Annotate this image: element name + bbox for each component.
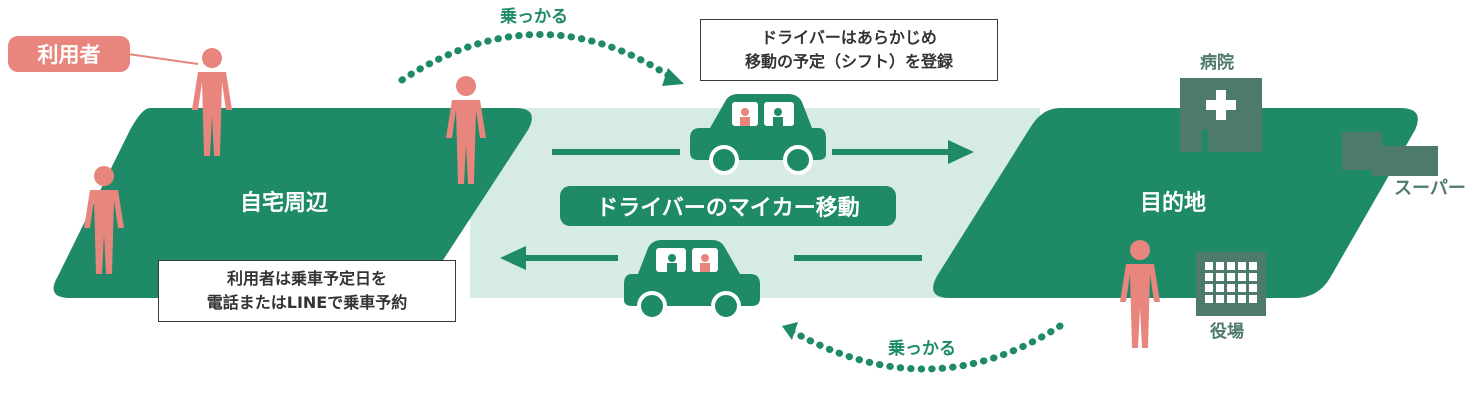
ride-label-bottom: 乗っかる xyxy=(888,339,956,359)
ride-arc-top-head xyxy=(662,68,684,86)
home-area-label: 自宅周辺 xyxy=(240,191,329,216)
city-hall-label: 役場 xyxy=(1210,322,1244,342)
supermarket-icon xyxy=(1342,132,1438,176)
arrow-left-icon xyxy=(500,246,526,270)
city-hall-icon xyxy=(1196,252,1266,316)
home-area-shape xyxy=(53,108,532,298)
destination-label: 目的地 xyxy=(1140,191,1207,216)
user-tag: 利用者 xyxy=(8,36,130,72)
ride-arc-top xyxy=(398,31,676,84)
center-banner-label: ドライバーのマイカー移動 xyxy=(596,196,860,221)
supermarket-label: スーパー xyxy=(1394,178,1466,199)
driver-note-box: ドライバーはあらかじめ 移動の予定（シフト）を登録 xyxy=(700,19,998,81)
person-icon xyxy=(1120,240,1160,348)
ride-arc-bottom xyxy=(786,322,1064,373)
hospital-label: 病院 xyxy=(1200,53,1234,73)
user-note-line1: 利用者は乗車予定日を xyxy=(226,269,387,288)
user-tag-label: 利用者 xyxy=(37,43,101,67)
person-icon xyxy=(192,48,232,156)
ride-arc-bottom-head xyxy=(782,322,798,340)
driver-note-line1: ドライバーはあらかじめ xyxy=(761,28,937,47)
car-icon xyxy=(624,240,760,321)
user-tag-leader xyxy=(127,53,199,65)
driver-note-line2: 移動の予定（シフト）を登録 xyxy=(744,52,953,71)
user-note-line2: 電話またはLINEで乗車予約 xyxy=(206,293,408,312)
hospital-icon xyxy=(1180,78,1262,152)
arrow-right-icon xyxy=(948,140,974,164)
destination-area-shape xyxy=(933,108,1418,298)
user-note-box: 利用者は乗車予定日を 電話またはLINEで乗車予約 xyxy=(158,260,456,322)
center-banner: ドライバーのマイカー移動 xyxy=(560,186,896,226)
person-icon xyxy=(446,76,486,184)
ride-label-top: 乗っかる xyxy=(500,7,568,27)
person-icon xyxy=(84,166,124,274)
car-icon xyxy=(690,94,826,175)
